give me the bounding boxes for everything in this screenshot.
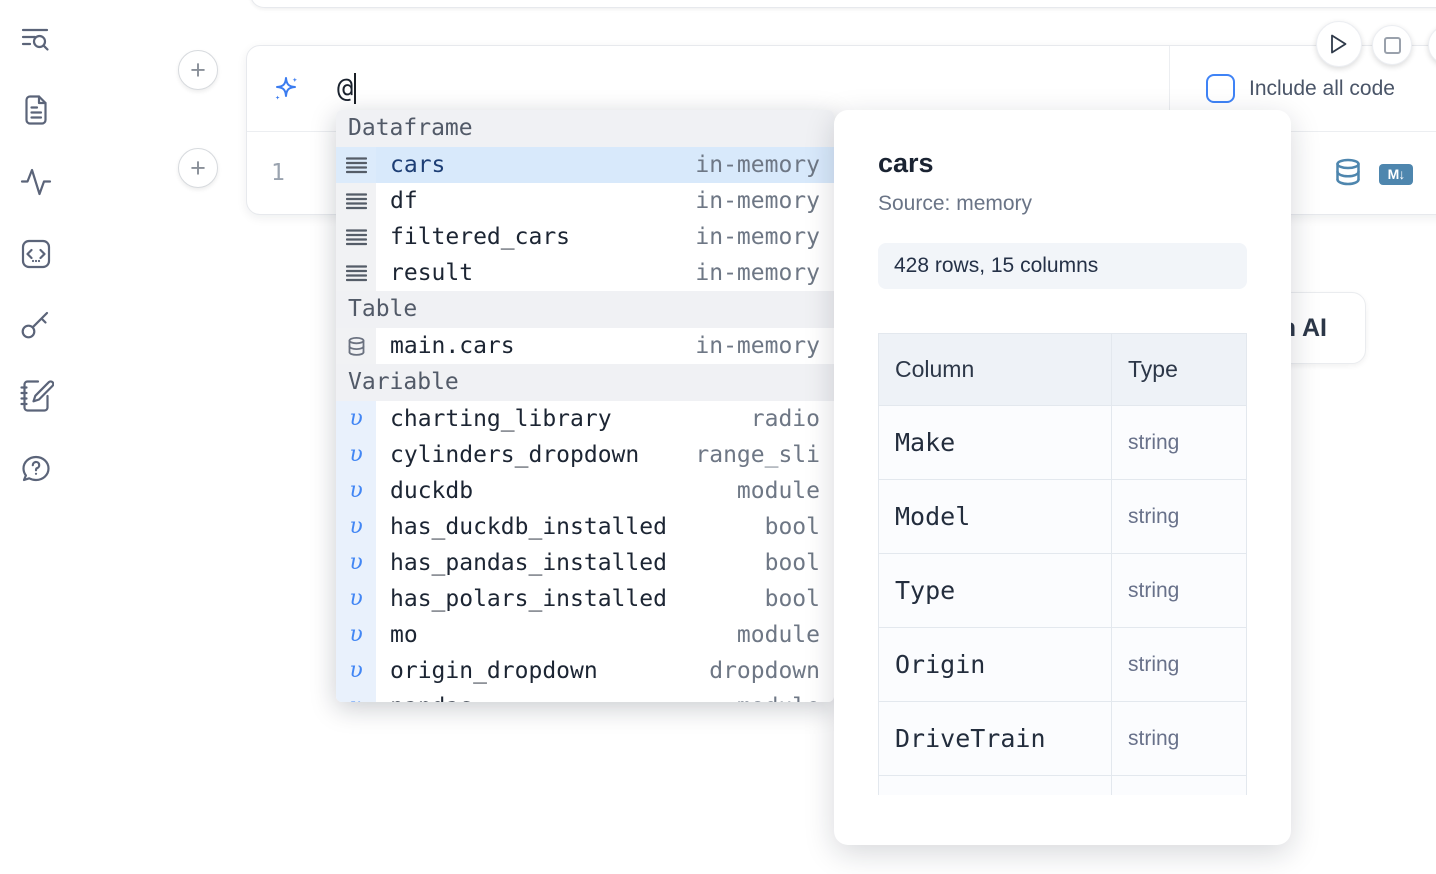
variable-icon: υ [349, 696, 362, 703]
variable-icon: υ [349, 586, 363, 611]
add-cell-below-button[interactable]: + [178, 148, 218, 188]
rows-icon [345, 156, 367, 173]
autocomplete-section-label: Dataframe [336, 110, 834, 147]
database-icon [348, 336, 364, 356]
schema-row-clipped [878, 775, 1247, 795]
stop-square-icon [1383, 36, 1401, 54]
add-cell-above-button[interactable]: + [178, 50, 218, 90]
include-all-code-checkbox[interactable] [1206, 74, 1235, 103]
text-cursor [354, 73, 357, 104]
include-all-code-option: Include all code [1169, 46, 1436, 131]
preview-title: cars [878, 148, 934, 178]
include-all-code-label[interactable]: Include all code [1249, 76, 1395, 100]
variable-icon: υ [349, 442, 363, 467]
column-header: Column [878, 333, 1112, 406]
convert-to-sql-button[interactable] [1333, 157, 1363, 192]
schema-row: Origin string [878, 627, 1247, 702]
schema-table-wrapper: Column Type Make string Model string Typ… [878, 333, 1247, 795]
schema-table: Column Type Make string Model string Typ… [878, 333, 1247, 795]
rows-icon [345, 228, 367, 245]
variable-icon: υ [349, 622, 363, 647]
schema-row: Type string [878, 553, 1247, 628]
variable-icon: υ [349, 658, 363, 683]
preview-source: Source: memory [878, 192, 1033, 215]
stop-button[interactable] [1372, 25, 1412, 65]
rows-icon [345, 192, 367, 209]
dataframe-preview-panel: cars Source: memory 428 rows, 15 columns… [834, 110, 1291, 845]
autocomplete-section-label: Variable [336, 364, 834, 401]
variable-icon: υ [349, 478, 363, 503]
code-editor-row[interactable]: 1 M↓ [247, 132, 1436, 214]
type-header: Type [1111, 333, 1247, 406]
variable-icon: υ [349, 406, 363, 431]
autocomplete-section-label: Table [336, 291, 834, 328]
line-number: 1 [271, 160, 285, 186]
schema-row: Model string [878, 479, 1247, 554]
play-icon [1331, 34, 1347, 54]
scratchpad-icon[interactable] [18, 378, 55, 414]
variable-icon: υ [349, 550, 363, 575]
preview-shape-badge: 428 rows, 15 columns [878, 243, 1247, 289]
code-snippets-icon[interactable] [18, 236, 54, 272]
variable-icon: υ [349, 514, 363, 539]
help-chat-icon[interactable] [18, 450, 54, 486]
run-cell-button[interactable] [1316, 21, 1362, 67]
previous-cell-edge [250, 0, 1436, 8]
key-icon[interactable] [18, 306, 54, 342]
activity-icon[interactable] [18, 164, 54, 200]
sparkle-icon [275, 76, 297, 100]
schema-row: DriveTrain string [878, 701, 1247, 776]
file-text-icon[interactable] [18, 92, 54, 128]
ai-prompt-row: @ Include all code [247, 46, 1436, 132]
ai-prompt-value: @ [337, 73, 354, 104]
autocomplete-item-pandas[interactable]: υ pandasmodule [336, 689, 834, 702]
convert-to-markdown-button[interactable]: M↓ [1379, 163, 1413, 185]
schema-row: Make string [878, 405, 1247, 480]
ai-prompt-input[interactable]: @ [337, 73, 357, 104]
file-search-icon[interactable] [18, 22, 54, 58]
cell-actions: M↓ [1333, 132, 1413, 216]
schema-header-row: Column Type [878, 333, 1247, 406]
rows-icon [345, 264, 367, 281]
